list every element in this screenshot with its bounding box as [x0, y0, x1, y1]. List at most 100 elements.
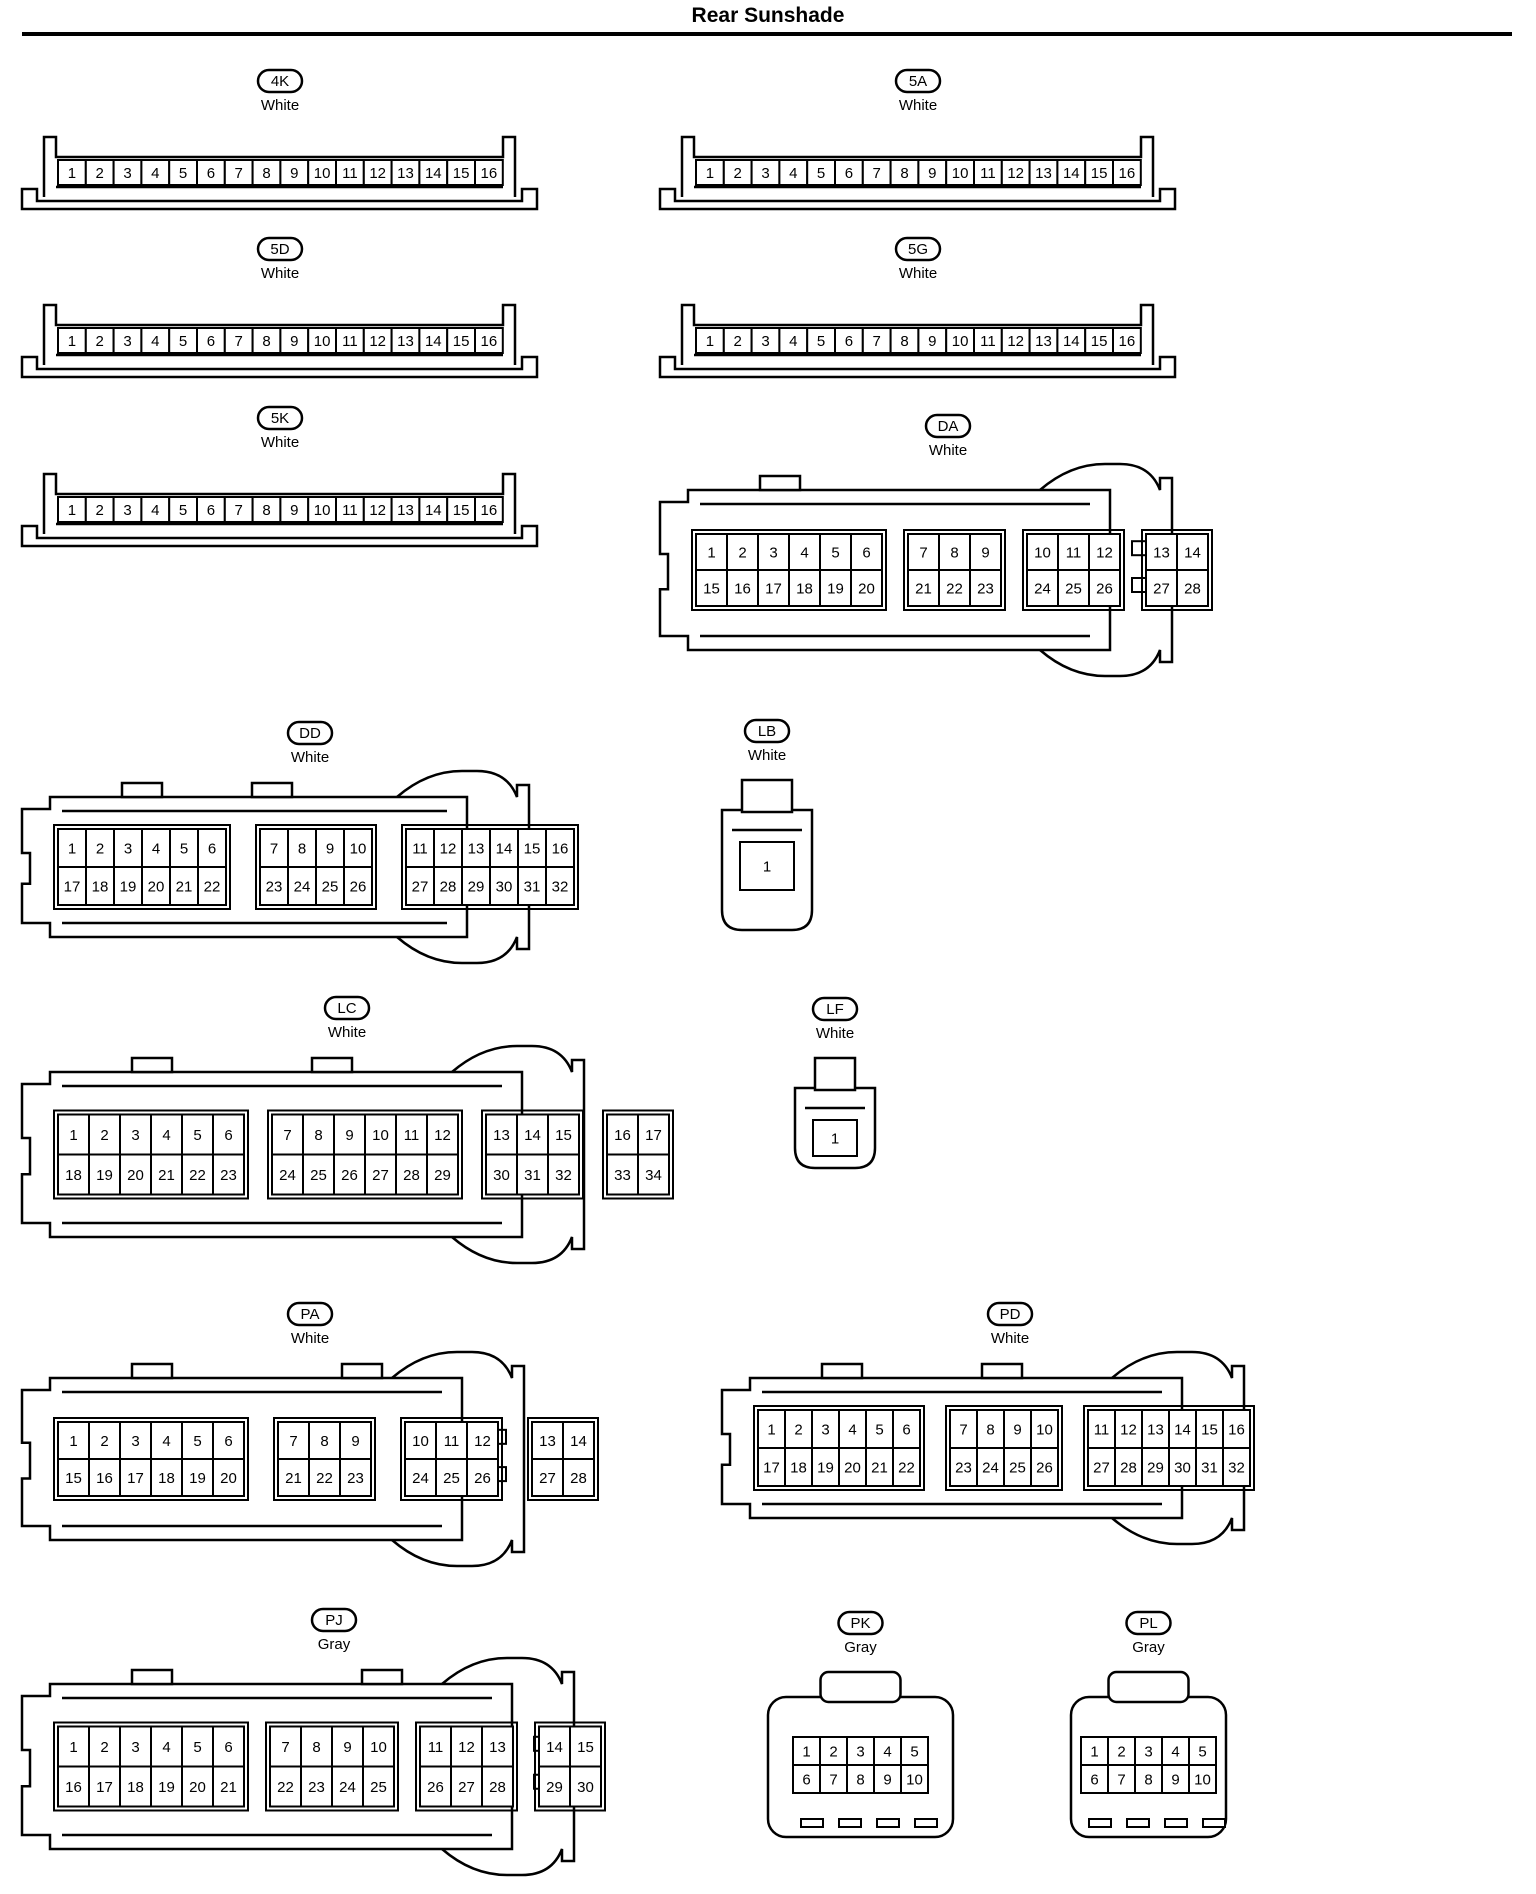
pin-cell	[792, 1764, 821, 1794]
connector-lock	[1107, 1670, 1190, 1704]
pin-number: 15	[703, 580, 720, 597]
pin-cell	[784, 1409, 813, 1449]
pin-number: 14	[425, 502, 442, 519]
pin-number: 31	[524, 878, 541, 895]
pin-number: 9	[1013, 1421, 1021, 1438]
pin-number: 12	[1096, 544, 1113, 561]
pin-cell	[57, 159, 87, 186]
pin-number: 5	[910, 1743, 918, 1760]
pin-number: 19	[96, 1167, 113, 1184]
connector-base	[20, 524, 539, 548]
pin-number: 26	[1096, 580, 1113, 597]
pin-group-frame	[267, 1109, 463, 1200]
pin-number: 11	[980, 333, 996, 350]
pin-cell	[865, 1447, 894, 1487]
pin-number: 25	[310, 1167, 327, 1184]
pin-number: 4	[151, 333, 159, 350]
pin-number: 9	[343, 1739, 351, 1756]
pin-number: 6	[208, 840, 216, 857]
pin-cell	[362, 1765, 395, 1808]
pin-number: 3	[131, 1739, 139, 1756]
pin-number: 1	[68, 502, 76, 519]
pin-number: 4	[162, 1433, 170, 1450]
pin-number: 2	[794, 1421, 802, 1438]
pin-number: 26	[341, 1167, 358, 1184]
connector-color: White	[899, 265, 937, 282]
pin-number: 14	[1184, 544, 1201, 561]
pin-number: 1	[68, 165, 76, 182]
pin-cell	[418, 327, 449, 354]
pin-cell	[362, 327, 393, 354]
connector-code-badge	[323, 995, 371, 1021]
pin-number: 20	[220, 1470, 237, 1487]
pin-group-frame	[53, 1417, 249, 1501]
pin-number: 14	[1063, 333, 1080, 350]
pin-cell	[339, 1458, 372, 1497]
pin-number: 23	[977, 580, 994, 597]
pin-number: 21	[915, 580, 932, 597]
pin-number: 2	[96, 333, 104, 350]
pin-cell	[834, 159, 864, 186]
pin-cell	[531, 1458, 564, 1497]
pin-number: 27	[458, 1779, 475, 1796]
pin-number: 25	[370, 1779, 387, 1796]
pin-cell	[57, 327, 87, 354]
pin-number: 32	[1228, 1459, 1245, 1476]
pin-number: 10	[314, 502, 331, 519]
pin-number: 5	[193, 1739, 201, 1756]
pin-number: 3	[769, 544, 777, 561]
pin-number: 10	[952, 165, 969, 182]
connector-code: PK	[850, 1615, 870, 1632]
connector-housing	[20, 1070, 524, 1239]
pin-number: 3	[123, 165, 131, 182]
pin-number: 11	[404, 1127, 420, 1144]
latch-wing	[391, 1350, 526, 1568]
pin-number: 26	[350, 878, 367, 895]
connector-color: White	[261, 434, 299, 451]
connector-housing	[720, 1376, 1184, 1520]
housing-slot	[1088, 1818, 1112, 1828]
pin-number: 10	[952, 333, 969, 350]
pin-cell	[277, 1458, 310, 1497]
pin-cell	[695, 569, 728, 607]
pin-cell	[1088, 569, 1121, 607]
pin-cell	[949, 1447, 978, 1487]
pin-cell	[969, 533, 1002, 571]
connector-code-badge	[743, 718, 791, 744]
pin-number: 10	[412, 1433, 429, 1450]
pin-number: 15	[453, 333, 470, 350]
connector-color: Gray	[844, 1639, 877, 1656]
pin-number: 11	[342, 165, 358, 182]
connector-lock	[813, 1056, 857, 1092]
pin-cell	[84, 159, 115, 186]
pin-cell	[88, 1458, 121, 1497]
connector-LF: 1	[793, 1056, 877, 1170]
pin-number: 9	[883, 1771, 891, 1788]
pin-cell	[819, 569, 852, 607]
pin-number: 14	[425, 165, 442, 182]
pin-cell	[545, 866, 575, 906]
pin-cell	[212, 1421, 245, 1460]
connector-color: White	[991, 1330, 1029, 1347]
pin-number: 9	[290, 165, 298, 182]
pin-number: 7	[959, 1421, 967, 1438]
connector-lock	[819, 1670, 902, 1704]
pin-number: 15	[524, 840, 541, 857]
connector-lock	[740, 778, 794, 814]
pin-cell	[88, 1153, 121, 1196]
pin-number: 10	[370, 1739, 387, 1756]
pin-number: 14	[524, 1127, 541, 1144]
pin-cell	[722, 327, 753, 354]
pin-number: 15	[555, 1127, 572, 1144]
pin-number: 2	[100, 1739, 108, 1756]
pin-cell	[119, 1421, 152, 1460]
pin-cell	[113, 866, 143, 906]
pin-number: 9	[928, 165, 936, 182]
pin-number: 7	[235, 333, 243, 350]
